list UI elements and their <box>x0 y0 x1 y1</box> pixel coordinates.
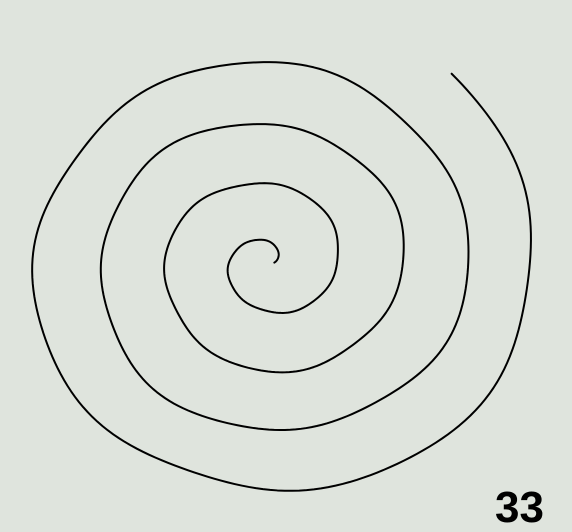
page-number: 33 <box>495 486 544 530</box>
spiral-line <box>32 62 531 491</box>
